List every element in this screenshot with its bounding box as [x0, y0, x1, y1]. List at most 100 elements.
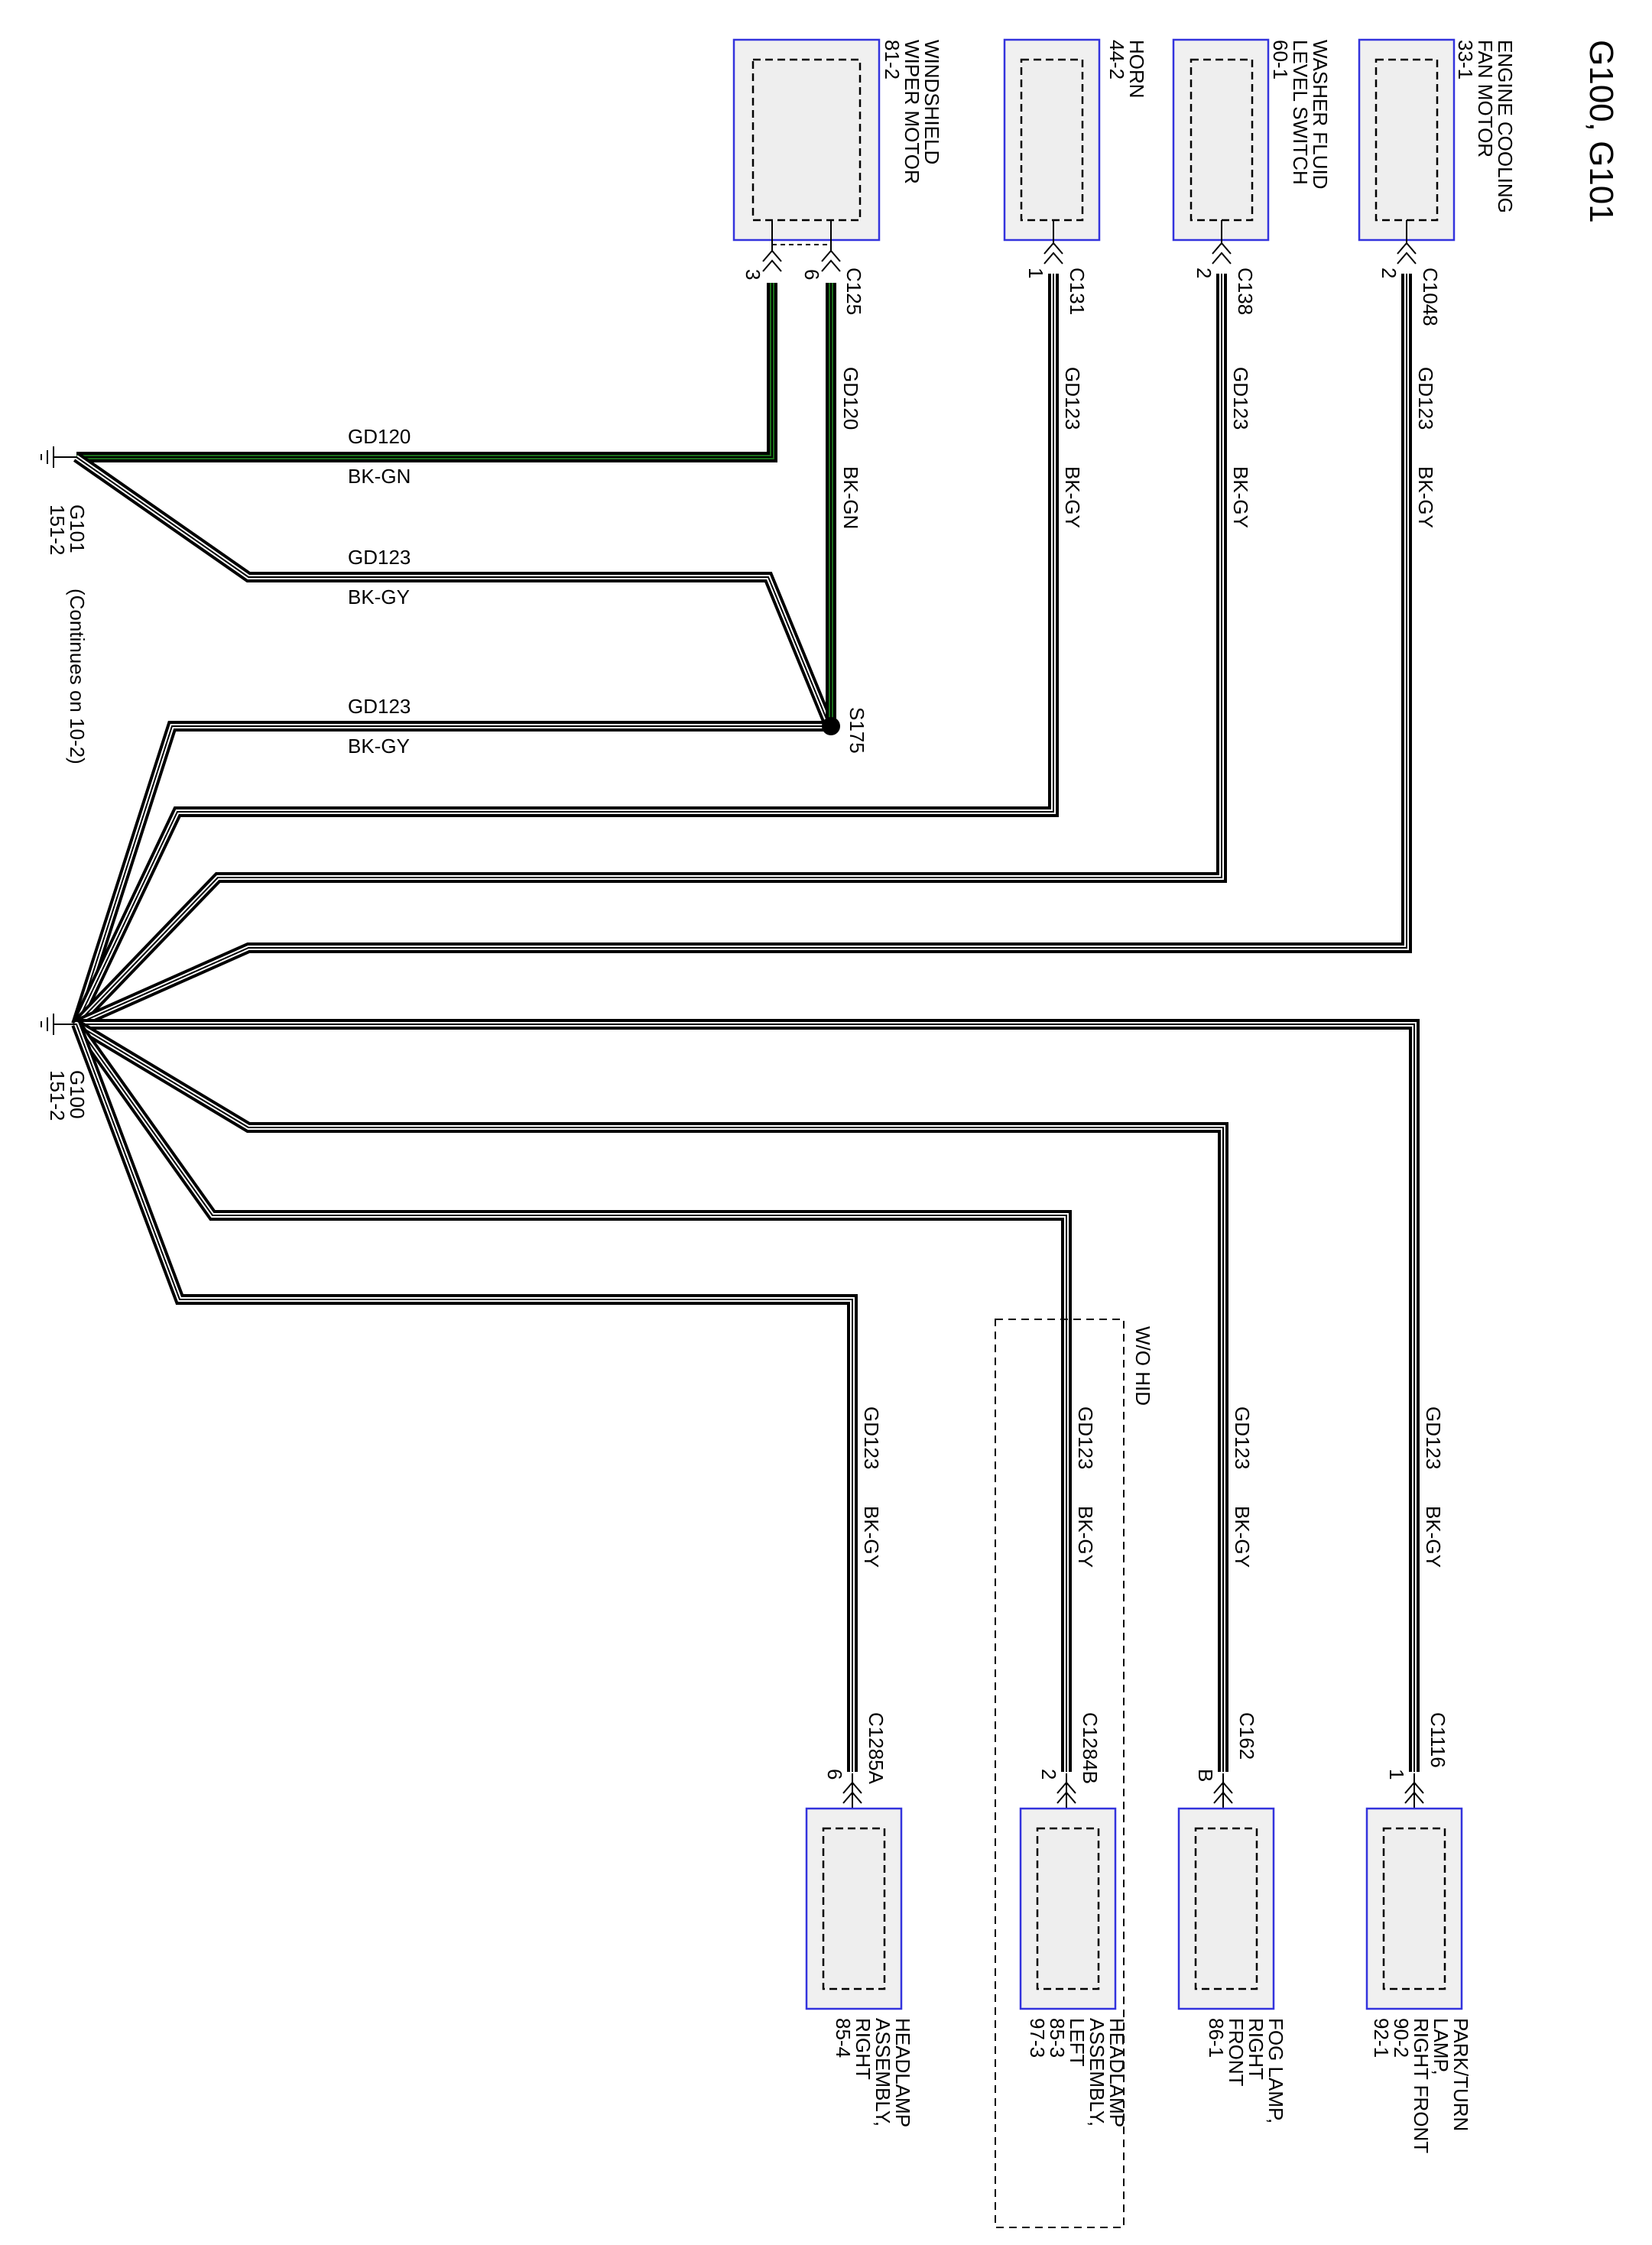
headlamp-left-label-line4: 85-3: [1046, 2018, 1069, 2058]
parkturn-label-line1: PARK/TURN: [1449, 2018, 1472, 2131]
component-engine-cooling-fan-motor[interactable]: [1358, 38, 1456, 264]
parkturn-wire-circuit: GD123: [1422, 1406, 1445, 1469]
fan-motor-label-line2: FAN MOTOR: [1474, 40, 1497, 157]
washer-switch-label-line3: 60-1: [1269, 40, 1292, 79]
headlamp-right-pin: 6: [823, 1769, 846, 1779]
wiper-pin6-wire-color: BK-GN: [839, 466, 862, 529]
foglamp-label-line2: RIGHT: [1245, 2018, 1267, 2080]
horn-label-line1: HORN: [1125, 40, 1148, 99]
horn-connector: C131: [1066, 268, 1089, 315]
washer-wire-color: BK-GY: [1229, 466, 1252, 528]
splice-wire-color: BK-GY: [348, 735, 410, 758]
wiper-motor-pin-b: 6: [800, 269, 823, 280]
washer-switch-label-line1: WASHER FLUID: [1309, 40, 1332, 190]
headlamp-right-label-line4: 85-4: [832, 2018, 855, 2058]
headlamp-right-label-line3: RIGHT: [852, 2018, 875, 2080]
horn-label-line2: 44-2: [1105, 40, 1128, 79]
headlamp-left-label-line5: 97-3: [1026, 2018, 1049, 2058]
headlamp-right-label-line2: ASSEMBLY,: [871, 2018, 894, 2127]
component-horn[interactable]: [1003, 38, 1101, 264]
ground-g101-ref: 151-2: [46, 504, 69, 556]
splice-s175-label: S175: [845, 707, 868, 754]
component-headlamp-assembly-left[interactable]: [1019, 1773, 1117, 2010]
headlamp-right-wire-circuit: GD123: [860, 1406, 883, 1469]
foglamp-wire-circuit: GD123: [1231, 1406, 1254, 1469]
washer-switch-label-line2: LEVEL SWITCH: [1289, 40, 1312, 185]
g101-wire1-circuit: GD120: [348, 425, 411, 448]
headlamp-left-connector: C1284B: [1079, 1712, 1102, 1784]
g101-wire1-color: BK-GN: [348, 465, 411, 488]
wiper-motor-label-line1: WINDSHIELD: [920, 40, 943, 164]
component-windshield-wiper-motor[interactable]: [732, 38, 881, 272]
wire-layer: [71, 274, 1420, 1772]
headlamp-right-label-line1: HEADLAMP: [891, 2018, 914, 2127]
option-label-wo-hid: W/O HID: [1131, 1326, 1154, 1406]
parkturn-label-line4: 90-2: [1390, 2018, 1413, 2058]
wiper-motor-connector: C125: [842, 268, 865, 315]
wiper-motor-pin-a: 3: [742, 269, 764, 280]
washer-wire-circuit: GD123: [1229, 367, 1252, 430]
fan-motor-connector: C1048: [1419, 268, 1442, 326]
component-park-turn-lamp[interactable]: [1365, 1773, 1463, 2010]
horn-wire-circuit: GD123: [1061, 367, 1084, 430]
foglamp-label-line1: FOG LAMP,: [1264, 2018, 1287, 2123]
wire-gd123-g101-splice[interactable]: [73, 453, 835, 728]
component-washer-fluid-level-switch[interactable]: [1172, 38, 1270, 264]
parkturn-label-line5: 92-1: [1370, 2018, 1393, 2058]
wire-gd120-g101-wiper-pin3[interactable]: [76, 283, 777, 462]
wiper-pin6-wire-circuit: GD120: [839, 367, 862, 430]
component-fog-lamp-right-front[interactable]: [1177, 1773, 1275, 2010]
wiper-motor-label-line2: WIPER MOTOR: [901, 40, 923, 184]
foglamp-label-line3: FRONT: [1225, 2018, 1248, 2087]
foglamp-label-line4: 86-1: [1205, 2018, 1228, 2058]
fan-wire-color: BK-GY: [1414, 466, 1437, 528]
ground-g100-name: G100: [66, 1070, 89, 1119]
headlamp-left-wire-circuit: GD123: [1074, 1406, 1097, 1469]
washer-switch-connector: C138: [1234, 268, 1257, 315]
foglamp-wire-color: BK-GY: [1231, 1506, 1254, 1568]
ground-g101-name: G101: [66, 504, 89, 553]
g101-wire2-circuit: GD123: [348, 546, 411, 569]
fan-motor-label-line1: ENGINE COOLING: [1494, 40, 1517, 213]
wire-gd123-fan-g100[interactable]: [74, 274, 1412, 1030]
horn-pin: 1: [1024, 268, 1047, 278]
wire-gd123-horn-g100[interactable]: [71, 274, 1059, 1027]
fan-motor-label-line3: 33-1: [1454, 40, 1477, 79]
fan-wire-circuit: GD123: [1414, 367, 1437, 430]
washer-switch-pin: 2: [1193, 268, 1215, 278]
headlamp-left-pin: 2: [1037, 1769, 1060, 1779]
wire-gd123-headlamp-right-g100[interactable]: [71, 1022, 858, 1772]
ground-g100-symbol[interactable]: [41, 1014, 76, 1035]
foglamp-connector: C162: [1235, 1712, 1258, 1760]
wire-gd123-headlamp-left-g100[interactable]: [72, 1020, 1072, 1772]
parkturn-label-line3: RIGHT FRONT: [1410, 2018, 1433, 2153]
parkturn-label-line2: LAMP,: [1430, 2018, 1452, 2075]
component-headlamp-assembly-right[interactable]: [805, 1773, 903, 2010]
ground-g100-ref: 151-2: [46, 1070, 69, 1121]
option-box-wo-hid: [995, 1319, 1125, 2228]
wire-gd123-parkturn-g100[interactable]: [76, 1019, 1420, 1772]
headlamp-left-label-line3: LEFT: [1066, 2018, 1089, 2067]
page-title: G100, G101: [1582, 40, 1620, 223]
parkturn-connector: C1116: [1426, 1712, 1449, 1768]
splice-wire-circuit: GD123: [348, 695, 411, 718]
g101-wire2-color: BK-GY: [348, 586, 410, 608]
headlamp-left-label-line2: ASSEMBLY,: [1086, 2018, 1108, 2127]
headlamp-right-connector: C1285A: [865, 1712, 888, 1785]
fan-motor-pin: 2: [1378, 268, 1400, 278]
parkturn-pin: 1: [1385, 1769, 1408, 1779]
wire-gd123-foglamp-g100[interactable]: [73, 1019, 1228, 1772]
wire-gd123-splice-g100[interactable]: [71, 721, 831, 1027]
headlamp-right-wire-color: BK-GY: [860, 1506, 883, 1568]
headlamp-left-label-line1: HEADLAMP: [1105, 2018, 1128, 2127]
wiper-motor-label-line3: 81-2: [881, 40, 904, 79]
splice-s175-dot[interactable]: [822, 717, 840, 735]
foglamp-pin: B: [1194, 1769, 1217, 1782]
ground-g101-symbol[interactable]: [41, 446, 76, 468]
parkturn-wire-color: BK-GY: [1422, 1506, 1445, 1568]
ground-g101-note: (Continues on 10-2): [66, 589, 89, 764]
wire-gd123-washer-g100[interactable]: [72, 274, 1227, 1028]
headlamp-left-wire-color: BK-GY: [1074, 1506, 1097, 1568]
horn-wire-color: BK-GY: [1061, 466, 1084, 528]
